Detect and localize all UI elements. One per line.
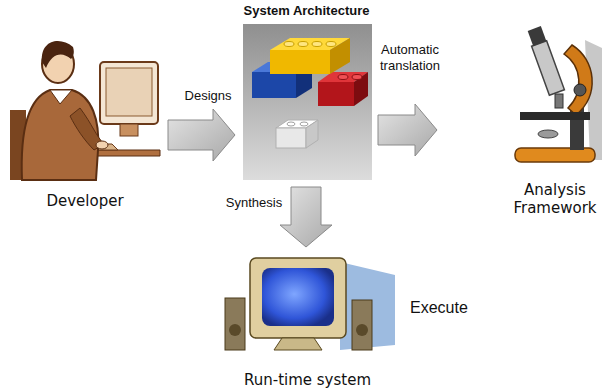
developer-node: Developer [5, 22, 165, 210]
computer-illustration-part [356, 324, 368, 336]
free-label: Execute [410, 298, 480, 317]
lego-bricks-photo-part [352, 75, 362, 80]
computer-illustration-part [250, 258, 346, 338]
developer-illustration-part [100, 62, 158, 124]
lego-bricks-photo-part [243, 24, 372, 180]
microscope-illustration-part [538, 130, 558, 138]
developer-illustration-part [120, 124, 138, 136]
lego-bricks-photo-part [312, 42, 322, 47]
lego-bricks-photo-part [318, 82, 354, 106]
microscope-illustration-part [564, 45, 592, 115]
block-arrow [168, 109, 235, 161]
computer-illustration-part [352, 300, 372, 350]
architecture-node: System Architecture [238, 3, 375, 184]
developer-illustration-part [42, 41, 74, 68]
developer-illustration-part [50, 90, 72, 104]
developer-illustration-part [96, 141, 108, 149]
arrow-label: Designs [172, 88, 244, 104]
microscope-illustration [515, 26, 602, 162]
computer-illustration-part [262, 268, 334, 326]
computer-illustration-part [274, 338, 322, 350]
computer-illustration-part [225, 298, 245, 350]
microscope-illustration-part [555, 94, 563, 108]
node-caption: Developer [5, 192, 165, 210]
lego-bricks-photo-part [276, 128, 306, 148]
computer-illustration-part [229, 324, 241, 336]
arrow-label: Synthesis [222, 195, 286, 211]
microscope-illustration-part [532, 41, 565, 95]
lego-bricks-photo-part [287, 122, 295, 126]
microscope-illustration-part [515, 148, 595, 162]
microscope-illustration-part [520, 112, 590, 120]
lego-bricks-photo [243, 24, 372, 180]
lego-bricks-photo-part [270, 50, 330, 74]
lego-bricks-photo-part [298, 42, 308, 47]
node-caption: Analysis Framework [507, 181, 603, 217]
developer-illustration-part [106, 68, 152, 116]
runtime-node: Run-time system [215, 250, 400, 389]
lego-bricks-photo-part [326, 42, 336, 47]
lego-bricks-photo-part [284, 42, 294, 47]
microscope-illustration-part [528, 26, 547, 46]
computer-illustration-part [340, 262, 395, 350]
lego-bricks-photo-part [252, 72, 296, 98]
node-caption: System Architecture [238, 3, 375, 19]
developer-illustration [10, 41, 160, 180]
analysis-node: Analysis Framework [440, 22, 606, 217]
microscope-illustration-part [574, 84, 586, 96]
block-arrow [280, 187, 332, 247]
computer-illustration [225, 258, 395, 350]
node-caption: Run-time system [215, 371, 400, 389]
block-arrow [378, 104, 437, 156]
lego-bricks-photo-part [338, 75, 348, 80]
arrow-label: Automatic translation [374, 42, 446, 73]
lego-bricks-photo-part [300, 122, 308, 126]
